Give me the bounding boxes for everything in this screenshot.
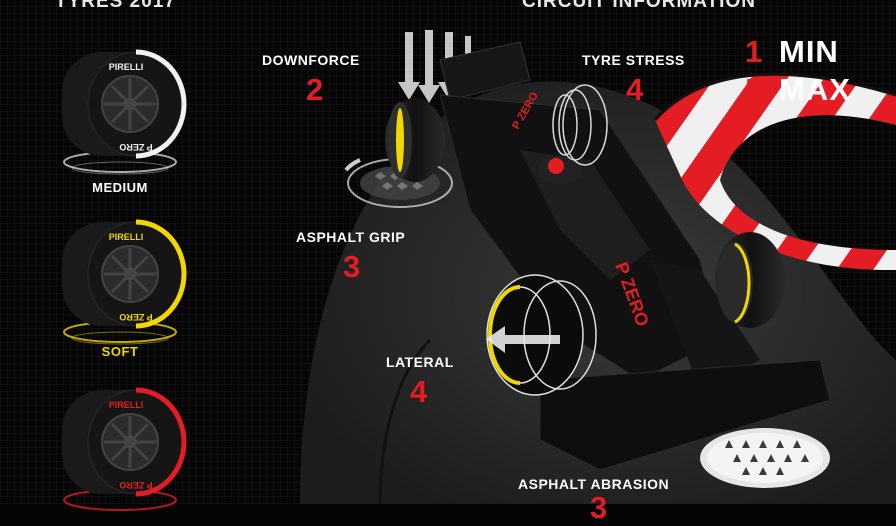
red-brand: PIRELLI — [109, 400, 144, 410]
tyre-item-red: PIRELLI P ZERO — [40, 380, 200, 525]
asphalt-grip-value: 3 — [343, 249, 361, 284]
tyre-item-soft: PIRELLI P ZERO SOFT — [40, 212, 200, 359]
circuit-info-title: CIRCUIT INFORMATION — [522, 0, 756, 12]
red-sidewall: P ZERO — [119, 480, 152, 490]
medium-sidewall: P ZERO — [119, 142, 152, 152]
tyre-label-medium: MEDIUM — [92, 180, 148, 195]
tyre-item-medium: PIRELLI P ZERO MEDIUM — [40, 40, 200, 195]
asphalt-abrasion-value: 3 — [590, 490, 608, 525]
f1-car: P ZERO P ZERO — [439, 41, 831, 471]
front-right-tyre — [715, 232, 785, 328]
kerb — [655, 74, 896, 271]
rear-right-tyre — [552, 84, 608, 166]
legend-max-label: MAX — [779, 72, 851, 107]
asphalt-abrasion-icon — [700, 428, 830, 488]
tyre-label-soft: SOFT — [101, 344, 139, 359]
red-tyre-icon: PIRELLI P ZERO — [62, 387, 187, 511]
asphalt-abrasion-label: ASPHALT ABRASION — [518, 476, 670, 492]
legend-max-number: 5 — [745, 72, 763, 107]
lateral-arrow — [486, 326, 560, 353]
soft-tyre-icon: PIRELLI P ZERO — [62, 219, 187, 345]
lateral-value: 4 — [410, 374, 428, 409]
tyre-stress-value: 4 — [626, 72, 644, 107]
medium-tyre-icon: PIRELLI P ZERO — [62, 49, 187, 175]
medium-brand: PIRELLI — [109, 62, 144, 72]
asphalt-grip-label: ASPHALT GRIP — [296, 229, 406, 245]
soft-brand: PIRELLI — [109, 232, 144, 242]
tyre-stress-label: TYRE STRESS — [582, 52, 685, 68]
tyres-title: TYRES 2017 — [55, 0, 176, 12]
rear-left-tyre — [385, 98, 445, 182]
downforce-value: 2 — [306, 72, 324, 107]
legend-min-label: MIN — [779, 34, 839, 69]
soft-sidewall: P ZERO — [119, 312, 152, 322]
circuit-illustration: P ZERO P ZERO — [300, 30, 896, 504]
legend-min-number: 1 — [745, 34, 763, 69]
downforce-label: DOWNFORCE — [262, 52, 360, 68]
lateral-label: LATERAL — [386, 354, 454, 370]
